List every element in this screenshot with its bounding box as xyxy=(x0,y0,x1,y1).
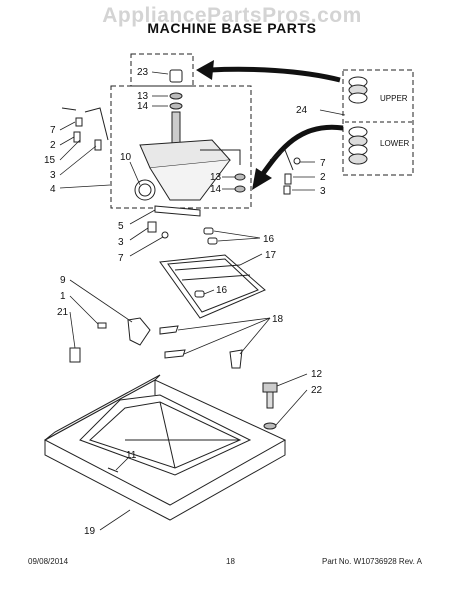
left-bracket-parts xyxy=(61,107,109,151)
callout-1: 1 xyxy=(60,291,66,302)
callout-2-left: 2 xyxy=(50,140,56,151)
machine-base-frame xyxy=(43,374,287,521)
callout-15: 15 xyxy=(44,155,56,166)
callout-24: 24 xyxy=(296,105,308,116)
callout-14-lower: 14 xyxy=(210,184,222,195)
callout-23: 23 xyxy=(137,67,149,78)
clips-16 xyxy=(194,227,218,298)
arrow-upper xyxy=(196,60,341,83)
callout-16-top: 16 xyxy=(263,234,275,245)
callout-3-mid: 3 xyxy=(118,237,124,248)
lower-assembly-clips xyxy=(147,205,201,239)
watermark: AppliancePartsPros.com xyxy=(102,4,362,27)
callout-14: 14 xyxy=(137,101,149,112)
callout-13: 13 xyxy=(137,91,149,102)
upper-label: UPPER xyxy=(380,94,408,103)
transmission-assembly xyxy=(134,69,246,201)
footer-page-number: 18 xyxy=(226,557,235,566)
lower-label: LOWER xyxy=(380,139,410,148)
frame-17 xyxy=(159,254,266,319)
callout-18: 18 xyxy=(272,314,284,325)
right-bracket-parts xyxy=(269,149,301,195)
callout-4: 4 xyxy=(50,184,56,195)
callout-13-lower: 13 xyxy=(210,172,222,183)
assembly-boxes xyxy=(110,53,414,209)
callout-2-right: 2 xyxy=(320,172,326,183)
callout-9: 9 xyxy=(60,275,66,286)
callout-3-left: 3 xyxy=(50,170,56,181)
callout-10: 10 xyxy=(120,152,132,163)
callout-7-mid: 7 xyxy=(118,253,124,264)
left-mount-brackets xyxy=(69,317,151,363)
callout-16-frame: 16 xyxy=(216,285,228,296)
page-title: MACHINE BASE PARTS xyxy=(147,20,317,36)
callout-17: 17 xyxy=(265,250,277,261)
callout-5: 5 xyxy=(118,221,124,232)
callout-21: 21 xyxy=(57,307,69,318)
bearing-kit-inset xyxy=(345,76,413,165)
footer-date: 09/08/2014 xyxy=(28,557,69,566)
clips-18 xyxy=(159,325,243,369)
callout-12: 12 xyxy=(311,369,323,380)
callout-11: 11 xyxy=(126,450,137,461)
callout-7-left: 7 xyxy=(50,125,56,136)
leg-and-washer xyxy=(262,382,278,430)
callout-22: 22 xyxy=(311,385,323,396)
footer-part-number: Part No. W10736928 Rev. A xyxy=(322,557,422,566)
leader-lines xyxy=(59,71,346,531)
arrow-lower xyxy=(252,124,344,190)
callout-19: 19 xyxy=(84,526,96,537)
callout-3-right: 3 xyxy=(320,186,326,197)
callout-numbers: 23 13 14 7 2 15 3 4 10 24 7 2 3 13 14 5 … xyxy=(44,67,326,537)
callout-7-right: 7 xyxy=(320,158,326,169)
